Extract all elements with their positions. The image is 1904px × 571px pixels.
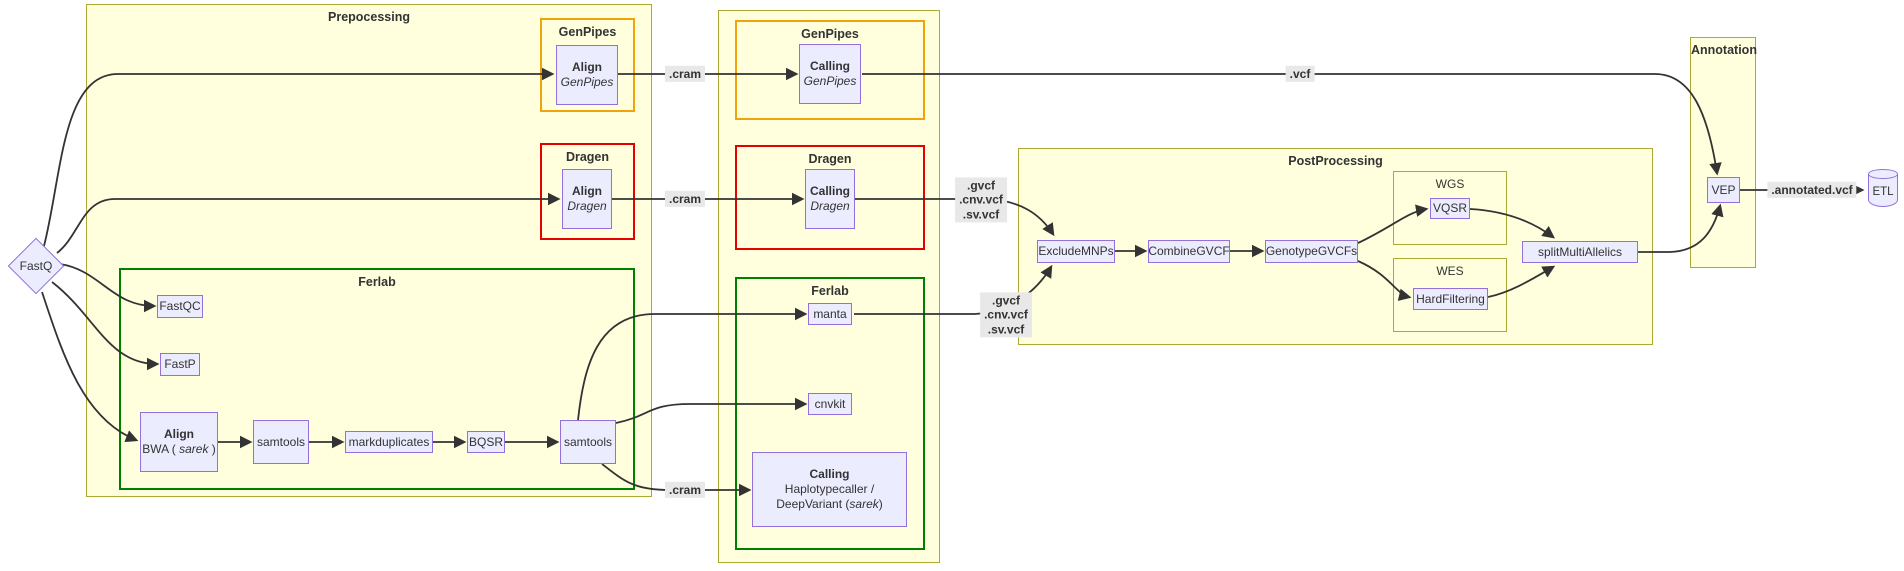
node-label: splitMultiAllelics <box>1537 244 1623 259</box>
node-label: FastP <box>164 357 196 371</box>
edge-samtools2-cnvkit <box>615 397 808 424</box>
node-align-dragen: Align Dragen <box>562 169 612 229</box>
edge-fastq-fastqc <box>59 263 157 313</box>
node-title: Align <box>164 427 194 441</box>
edge-vqsr-splitmultiallelics <box>1469 208 1556 239</box>
group-title-annotation: Annotation <box>1691 43 1757 57</box>
edge-hardfiltering-splitmultiallelics <box>1487 265 1556 298</box>
node-subtitle: Dragen <box>810 199 850 213</box>
node-subtitle: GenPipes <box>560 75 614 89</box>
node-label: samtools <box>563 434 613 449</box>
edge-fastq-align-dragen <box>56 192 561 254</box>
edge-label-gvcf-dragen: .gvcf .cnv.vcf .sv.vcf <box>955 177 1007 223</box>
node-title: Align <box>572 184 602 198</box>
node-label: ExcludeMNPs <box>1038 244 1114 258</box>
node-bqsr: BQSR <box>467 431 505 453</box>
group-title-ferlab-calling: Ferlab <box>811 284 849 298</box>
node-fastqc: FastQC <box>157 295 203 318</box>
node-title: Calling <box>809 467 850 481</box>
node-samtools-1: samtools <box>253 420 309 464</box>
node-excludemnps: ExcludeMNPs <box>1037 240 1115 263</box>
edge-label-cram-dragen: .cram <box>664 190 706 208</box>
group-title-genpipes-align: GenPipes <box>558 25 617 39</box>
group-title-preprocessing: Prepocessing <box>328 10 410 24</box>
node-label: HardFiltering <box>1416 291 1485 306</box>
node-splitmultiallelics: splitMultiAllelics <box>1522 241 1638 263</box>
node-vqsr: VQSR <box>1430 198 1470 219</box>
node-title: Calling <box>809 59 850 73</box>
edge-fastq-align-bwa <box>41 291 139 443</box>
group-title-ferlab-align: Ferlab <box>358 275 396 289</box>
node-label: FastQC <box>159 299 201 313</box>
edge-genotypegvcfs-vqsr <box>1357 204 1429 244</box>
edge-calling-dragen-excludemnps <box>855 198 1055 237</box>
edge-genotypegvcfs-hardfiltering <box>1357 260 1412 301</box>
node-label: GenotypeGVCFs <box>1265 244 1358 258</box>
node-label: VEP <box>1711 182 1736 197</box>
cylinder-top <box>1867 169 1899 179</box>
edge-splitmultiallelics-vep <box>1638 203 1724 253</box>
group-wes: WES <box>1393 258 1507 332</box>
node-label: BQSR <box>468 434 503 449</box>
node-label: FastQ <box>19 259 53 273</box>
node-title: Calling <box>809 184 850 198</box>
edge-label-cram-ferlab: .cram <box>664 481 706 499</box>
node-label: VQSR <box>1432 201 1467 215</box>
group-title-dragen-calling: Dragen <box>808 152 852 166</box>
node-hardfiltering: HardFiltering <box>1413 288 1488 310</box>
edge-label-cram-genpipes: .cram <box>664 65 706 83</box>
node-genotypegvcfs: GenotypeGVCFs <box>1265 240 1358 263</box>
node-label: CombineGVCF <box>1148 244 1230 258</box>
node-combinegvcf: CombineGVCF <box>1148 240 1230 263</box>
edge-label-vcf: .vcf <box>1285 65 1315 83</box>
group-annotation: Annotation <box>1690 37 1757 268</box>
node-cnvkit: cnvkit <box>808 393 852 415</box>
group-title-genpipes-calling: GenPipes <box>801 27 859 41</box>
node-calling-ferlab: Calling Haplotypecaller / DeepVariant (s… <box>752 452 907 527</box>
node-title: Align <box>572 60 602 74</box>
edge-label-gvcf-ferlab: .gvcf .cnv.vcf .sv.vcf <box>980 292 1032 338</box>
node-calling-dragen: Calling Dragen <box>805 169 855 229</box>
node-label: manta <box>813 306 847 321</box>
node-label: ETL <box>1872 186 1894 198</box>
node-vep: VEP <box>1707 177 1740 203</box>
edge-fastq-fastp <box>51 281 160 371</box>
group-title-wes: WES <box>1436 264 1464 278</box>
edge-fastq-align-genpipes <box>43 67 555 247</box>
node-calling-genpipes: Calling GenPipes <box>799 44 861 104</box>
node-line3: DeepVariant (sarek) <box>776 497 883 511</box>
node-align-bwa: Align BWA ( sarek ) <box>140 412 218 472</box>
node-subtitle: BWA ( sarek ) <box>142 442 216 456</box>
node-fastp: FastP <box>160 353 200 376</box>
node-markduplicates: markduplicates <box>345 431 433 453</box>
node-label: samtools <box>256 434 306 449</box>
node-fastq: FastQ <box>7 237 65 295</box>
node-manta: manta <box>808 303 852 325</box>
group-title-wgs: WGS <box>1435 177 1465 191</box>
group-ferlab-align: Ferlab <box>119 268 635 490</box>
group-title-postprocessing: PostProcessing <box>1288 154 1383 168</box>
node-subtitle: Dragen <box>567 199 607 213</box>
node-etl: ETL <box>1867 169 1899 207</box>
node-align-genpipes: Align GenPipes <box>556 45 618 105</box>
node-line2: Haplotypecaller / <box>784 482 875 496</box>
edge-calling-genpipes-vep <box>862 73 1722 176</box>
node-samtools-2: samtools <box>560 420 616 464</box>
edge-label-annotated-vcf: .annotated.vcf <box>1767 181 1857 199</box>
node-subtitle: GenPipes <box>803 74 857 88</box>
edge-samtools2-manta <box>577 307 808 421</box>
node-label: cnvkit <box>814 396 846 411</box>
group-title-dragen-align: Dragen <box>565 150 610 164</box>
node-label: markduplicates <box>348 434 430 449</box>
